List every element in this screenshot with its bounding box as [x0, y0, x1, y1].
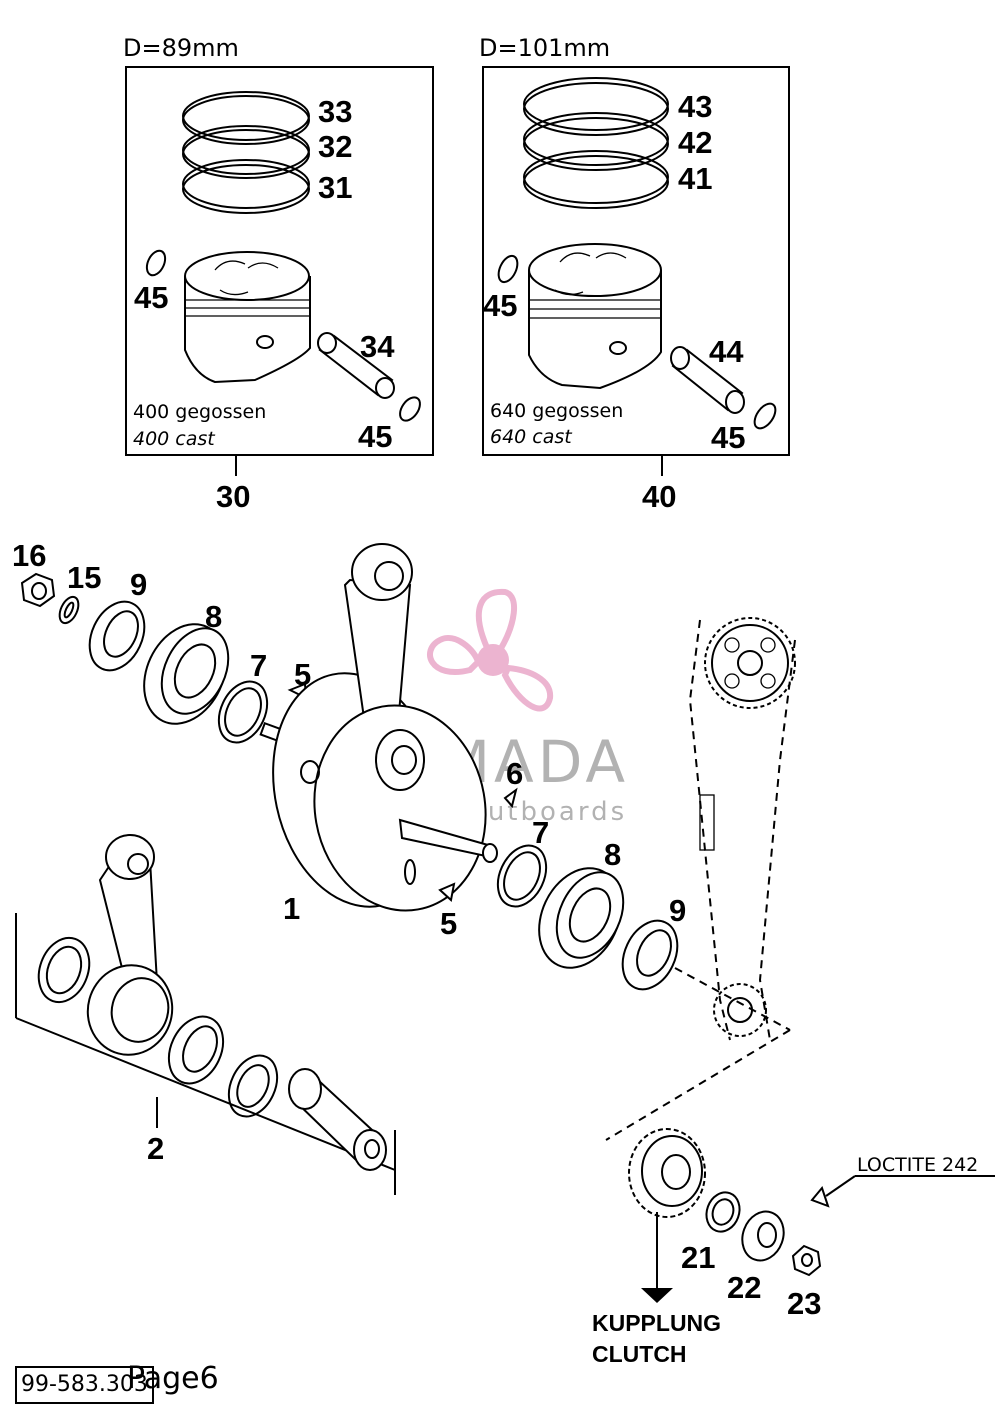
circlip-number: 45 — [711, 420, 745, 455]
box-1-dimension: D=89mm — [123, 34, 239, 62]
circlip-icon — [753, 402, 777, 430]
bearing-number: 8 — [205, 599, 222, 634]
gear-nut-number: 22 — [727, 1270, 761, 1305]
key-6-icon — [503, 787, 518, 809]
piston-rings-icon — [523, 77, 669, 209]
ring-number: 42 — [678, 125, 712, 160]
box-2-dimension: D=101mm — [479, 34, 610, 62]
circlip-icon — [399, 396, 421, 422]
bearing-8-right-icon — [538, 867, 625, 969]
piston-icon — [528, 243, 662, 390]
box-1-label-de: 400 gegossen — [133, 401, 266, 423]
ring-number: 32 — [318, 129, 352, 164]
seal-9-right-icon — [621, 919, 679, 991]
clutch-gear-icon — [628, 1128, 995, 1303]
shim-number: 7 — [532, 815, 549, 850]
conrod-number: 2 — [147, 1131, 164, 1166]
pin-number: 34 — [360, 329, 395, 364]
box-2-callout: 40 — [642, 479, 676, 514]
seal-number: 9 — [130, 567, 147, 602]
bearing-8-left-icon — [143, 623, 230, 725]
shim-number: 7 — [250, 648, 267, 683]
key-5-icon — [438, 882, 456, 902]
key-number: 5 — [294, 657, 311, 692]
piston-rings-icon — [182, 91, 310, 214]
piston-box-400: D=89mm 33 32 31 45 — [123, 34, 434, 514]
kupplung-label: KUPPLUNG — [592, 1310, 721, 1336]
box-1-callout: 30 — [216, 479, 250, 514]
seal-number: 9 — [669, 893, 686, 928]
conrod-kit-icon — [15, 834, 396, 1195]
box-1-frame — [125, 66, 434, 456]
piston-icon — [184, 251, 311, 384]
lockwasher-15-icon — [58, 595, 80, 625]
piston-pin-icon — [670, 346, 745, 414]
bearing-number: 8 — [604, 837, 621, 872]
crankshaft-number: 1 — [283, 891, 300, 926]
drawing-code: 99-583.303 — [15, 1366, 154, 1404]
box-2-label-de: 640 gegossen — [490, 400, 623, 422]
circlip-number: 45 — [134, 280, 168, 315]
ring-number: 41 — [678, 161, 712, 196]
lockwasher-number: 15 — [67, 560, 101, 595]
circlip-number: 45 — [483, 288, 517, 323]
gear-washer-number: 21 — [681, 1240, 715, 1275]
timing-chain-icon — [605, 617, 796, 1141]
clutch-label: CLUTCH — [592, 1341, 687, 1367]
seal-9-left-icon — [88, 600, 146, 672]
nut-number: 16 — [12, 538, 46, 573]
footer: 99-583.303 Page6 — [15, 1362, 219, 1404]
circlip-icon — [145, 249, 167, 277]
small-nut-number: 23 — [787, 1286, 821, 1321]
circlip-number: 45 — [358, 419, 392, 454]
propeller-logo-icon — [427, 588, 554, 712]
loctite-label: LOCTITE 242 — [857, 1154, 978, 1176]
box-2-label-en: 640 cast — [490, 426, 573, 448]
key-6-number: 6 — [506, 756, 523, 791]
shim-7-right-icon — [496, 844, 548, 908]
shim-7-left-icon — [217, 680, 269, 744]
box-2-frame — [482, 66, 790, 456]
ring-number: 33 — [318, 94, 352, 129]
key-number: 5 — [440, 906, 457, 941]
pin-number: 44 — [709, 334, 744, 369]
circlip-icon — [497, 254, 519, 284]
ring-number: 31 — [318, 170, 352, 205]
box-1-label-en: 400 cast — [133, 428, 216, 450]
piston-box-640: D=101mm 43 42 41 45 44 — [479, 34, 790, 514]
nut-16-icon — [20, 572, 56, 608]
crankshaft-icon — [259, 543, 498, 912]
page-number: Page6 — [127, 1361, 219, 1396]
piston-pin-icon — [317, 332, 395, 399]
ring-number: 43 — [678, 89, 712, 124]
